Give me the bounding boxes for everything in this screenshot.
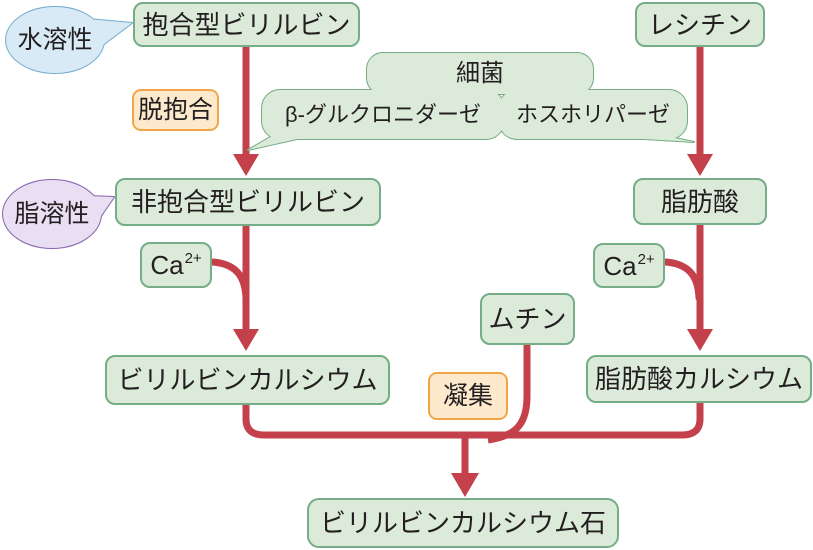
fat-soluble-bubble-shape bbox=[2, 179, 115, 249]
bacteria-enzyme-bubble bbox=[247, 52, 695, 151]
water-soluble-label: 水溶性 bbox=[17, 25, 93, 54]
arrowhead-left-mid bbox=[233, 329, 259, 351]
arrowhead-right-mid bbox=[687, 329, 713, 351]
beta-glucuronidase-label: β-グルクロニダーゼ bbox=[285, 101, 481, 127]
calcium-symbol: Ca bbox=[150, 250, 184, 280]
mucin-merge-curve bbox=[487, 344, 531, 444]
conjugated-bilirubin-box: 抱合型ビリルビン bbox=[133, 2, 360, 47]
fatty-acid-calcium-box: 脂肪酸カルシウム bbox=[586, 355, 812, 403]
bilirubin-calcium-stone-box: ビリルビンカルシウム石 bbox=[307, 498, 619, 548]
red-connectors bbox=[209, 45, 704, 476]
merge-bus-line bbox=[242, 402, 704, 439]
calcium-symbol: Ca bbox=[603, 250, 637, 281]
fatty-acid-box: 脂肪酸 bbox=[633, 178, 767, 225]
lecithin-box: レシチン bbox=[635, 2, 765, 47]
unconjugated-bilirubin-box: 非抱合型ビリルビン bbox=[115, 178, 381, 226]
arrowhead-to-stone bbox=[451, 473, 479, 497]
arrowhead-left-top bbox=[233, 154, 259, 176]
bilirubin-calcium-box: ビリルビンカルシウム bbox=[105, 355, 390, 405]
calcium-right-merge-curve bbox=[662, 258, 703, 302]
phospholipase-label: ホスホリパーゼ bbox=[515, 101, 670, 127]
calcium-left-merge-curve bbox=[209, 258, 250, 302]
aggregation-box: 凝集 bbox=[428, 372, 508, 420]
fat-soluble-label: 脂溶性 bbox=[14, 199, 90, 228]
arrowhead-right-top bbox=[687, 154, 713, 176]
bacteria-label: 細菌 bbox=[456, 60, 504, 87]
deconjugation-box: 脱抱合 bbox=[132, 89, 219, 131]
mucin-box: ムチン bbox=[480, 293, 575, 345]
water-soluble-bubble-shape bbox=[5, 6, 133, 74]
red-arrowheads bbox=[233, 154, 713, 497]
